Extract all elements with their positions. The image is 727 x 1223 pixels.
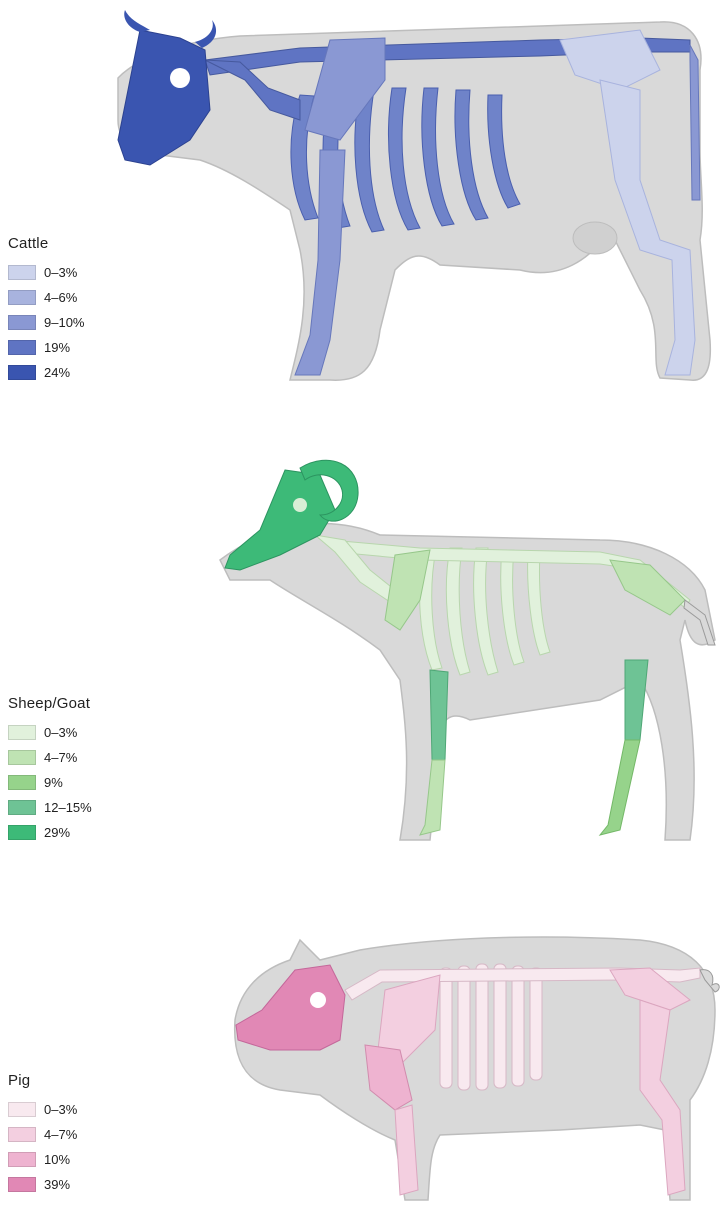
legend-label: 4–7% xyxy=(44,750,77,765)
legend-item: 4–7% xyxy=(8,1124,77,1144)
legend-item: 12–15% xyxy=(8,797,92,817)
cattle-tail xyxy=(690,45,700,200)
legend-label: 10% xyxy=(44,1152,70,1167)
cattle-legend-title: Cattle xyxy=(8,235,84,252)
sheep-eye-socket xyxy=(293,498,307,512)
sheep-hind-leg-upper xyxy=(625,660,648,740)
legend-swatch xyxy=(8,1102,36,1117)
legend-swatch xyxy=(8,825,36,840)
legend-swatch xyxy=(8,725,36,740)
legend-swatch xyxy=(8,1127,36,1142)
legend-label: 39% xyxy=(44,1177,70,1192)
legend-label: 0–3% xyxy=(44,265,77,280)
cattle-legend: Cattle 0–3% 4–6% 9–10% 19% 24% xyxy=(8,235,84,387)
sheep-hind-leg-lower xyxy=(600,740,640,835)
legend-label: 9–10% xyxy=(44,315,84,330)
legend-item: 10% xyxy=(8,1149,77,1169)
legend-label: 0–3% xyxy=(44,1102,77,1117)
legend-swatch xyxy=(8,340,36,355)
sheep-goat-legend-title: Sheep/Goat xyxy=(8,695,92,712)
legend-item: 0–3% xyxy=(8,722,92,742)
pig-illustration xyxy=(0,900,727,1223)
sheep-front-leg-upper xyxy=(430,670,448,760)
legend-swatch xyxy=(8,750,36,765)
legend-label: 4–6% xyxy=(44,290,77,305)
legend-item: 0–3% xyxy=(8,262,84,282)
legend-label: 4–7% xyxy=(44,1127,77,1142)
sheep-goat-legend-rows: 0–3% 4–7% 9% 12–15% 29% xyxy=(8,722,92,842)
legend-item: 0–3% xyxy=(8,1099,77,1119)
legend-swatch xyxy=(8,290,36,305)
legend-swatch xyxy=(8,1152,36,1167)
cattle-illustration xyxy=(0,0,727,400)
legend-item: 39% xyxy=(8,1174,77,1194)
legend-item: 9–10% xyxy=(8,312,84,332)
pig-panel: Pig 0–3% 4–7% 10% 39% xyxy=(0,900,727,1223)
legend-item: 9% xyxy=(8,772,92,792)
legend-label: 0–3% xyxy=(44,725,77,740)
legend-swatch xyxy=(8,1177,36,1192)
legend-item: 4–6% xyxy=(8,287,84,307)
legend-item: 24% xyxy=(8,362,84,382)
cattle-horn-left xyxy=(124,10,150,32)
legend-swatch xyxy=(8,775,36,790)
sheep-goat-panel: Sheep/Goat 0–3% 4–7% 9% 12–15% 29% xyxy=(0,440,727,860)
legend-swatch xyxy=(8,365,36,380)
legend-item: 19% xyxy=(8,337,84,357)
legend-item: 4–7% xyxy=(8,747,92,767)
legend-swatch xyxy=(8,315,36,330)
legend-swatch xyxy=(8,800,36,815)
cattle-eye-socket xyxy=(170,68,190,88)
pig-legend-rows: 0–3% 4–7% 10% 39% xyxy=(8,1099,77,1194)
cattle-panel: Cattle 0–3% 4–6% 9–10% 19% 24% xyxy=(0,0,727,400)
pig-legend: Pig 0–3% 4–7% 10% 39% xyxy=(8,1072,77,1199)
pig-eye-socket xyxy=(310,992,326,1008)
legend-item: 29% xyxy=(8,822,92,842)
legend-label: 9% xyxy=(44,775,63,790)
pig-legend-title: Pig xyxy=(8,1072,77,1089)
legend-label: 24% xyxy=(44,365,70,380)
legend-label: 12–15% xyxy=(44,800,92,815)
cattle-udder xyxy=(573,222,617,254)
sheep-goat-legend: Sheep/Goat 0–3% 4–7% 9% 12–15% 29% xyxy=(8,695,92,847)
legend-label: 29% xyxy=(44,825,70,840)
cattle-legend-rows: 0–3% 4–6% 9–10% 19% 24% xyxy=(8,262,84,382)
legend-swatch xyxy=(8,265,36,280)
legend-label: 19% xyxy=(44,340,70,355)
sheep-goat-illustration xyxy=(0,440,727,860)
